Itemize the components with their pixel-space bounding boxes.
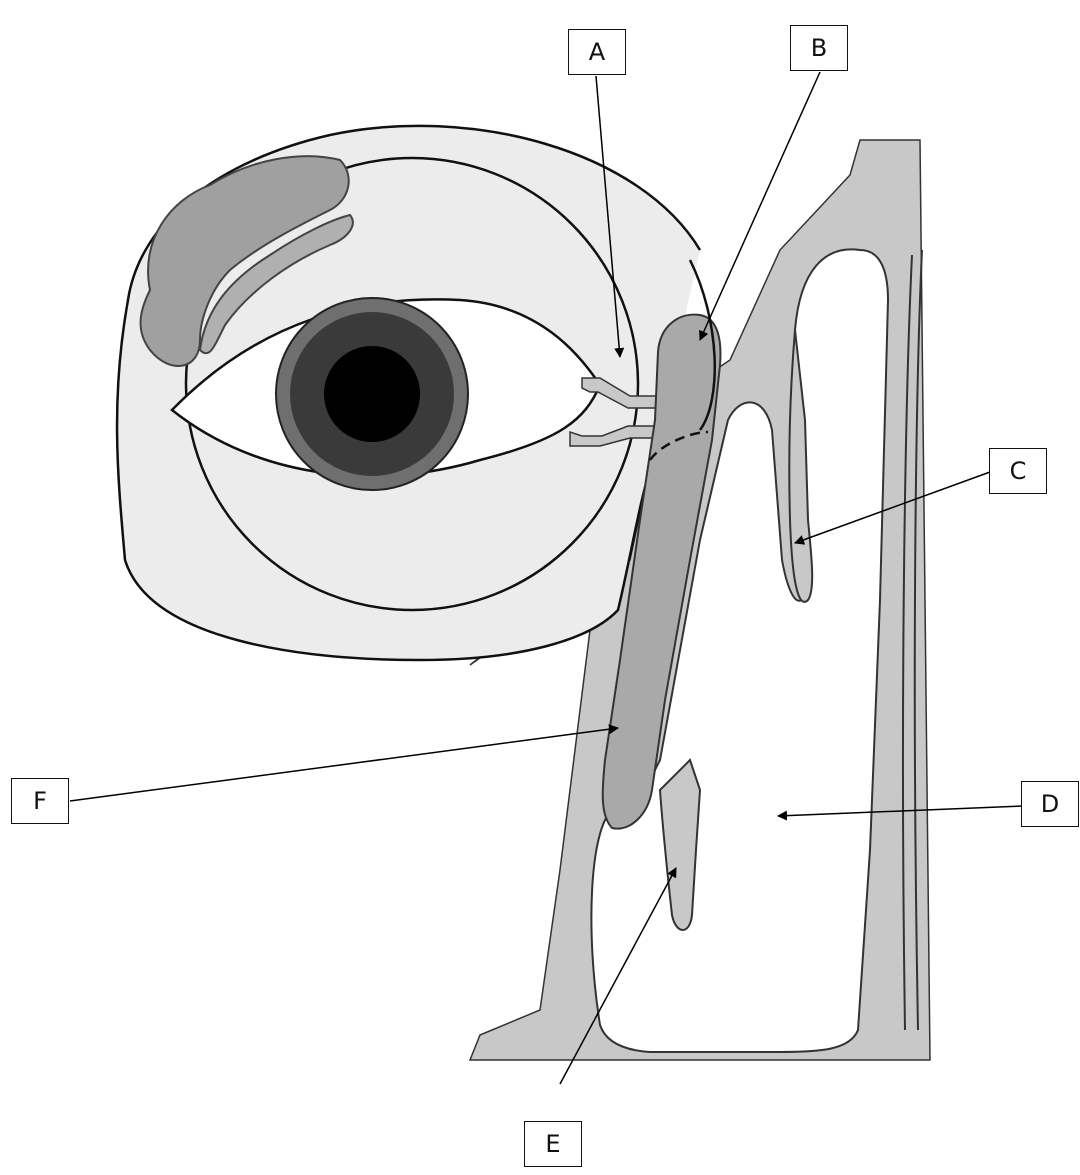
label-d: D	[1021, 781, 1079, 827]
label-b: B	[790, 25, 848, 71]
pupil	[324, 346, 420, 442]
label-c: C	[989, 448, 1047, 494]
label-a: A	[568, 29, 626, 75]
leader-line-f	[70, 728, 618, 801]
label-f: F	[11, 778, 69, 824]
label-e: E	[524, 1121, 582, 1167]
